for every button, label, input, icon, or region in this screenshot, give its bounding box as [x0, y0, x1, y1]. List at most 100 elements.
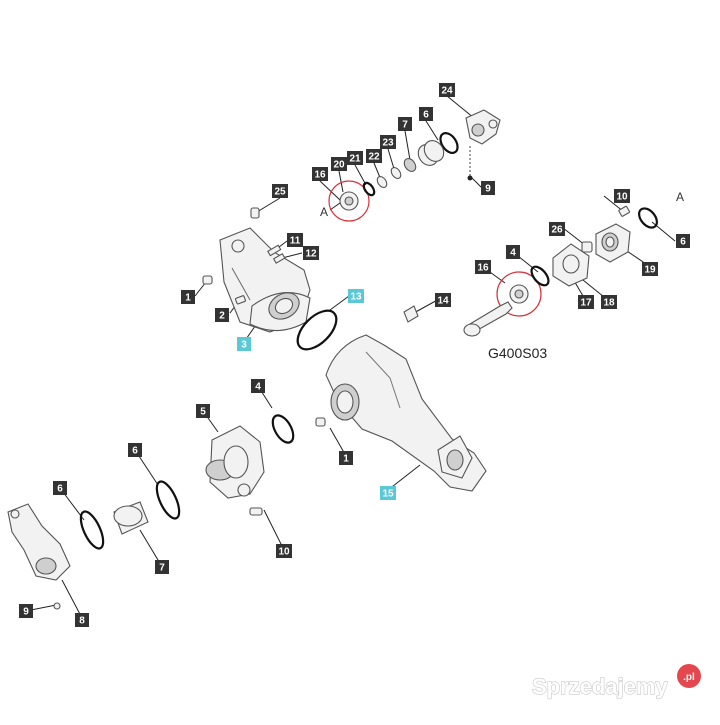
callout-label: 6	[423, 110, 429, 121]
callout-box	[272, 184, 288, 198]
detail-letter-right: A	[676, 190, 684, 204]
callout-box	[181, 290, 195, 304]
plug-1-lower	[315, 417, 326, 427]
seal-21	[376, 176, 388, 188]
callout-18: 18	[601, 295, 617, 309]
vent-14	[403, 305, 419, 323]
callout-label: 6	[132, 446, 138, 457]
bushing-7-upper	[417, 140, 445, 166]
callout-box	[676, 234, 690, 248]
watermark-badge	[677, 664, 701, 688]
callout-box	[419, 107, 433, 121]
callout-box	[549, 222, 565, 236]
ring-6-center	[155, 480, 181, 520]
ring-6-right	[638, 207, 658, 229]
callout-26: 26	[549, 222, 565, 236]
callout-box	[435, 293, 451, 307]
bushing-7-lower	[113, 501, 149, 535]
callout-box	[331, 157, 347, 171]
callout-label: 6	[57, 484, 63, 495]
callout-9: 9	[481, 181, 495, 195]
callout-label: 23	[382, 138, 394, 149]
callout-label: 4	[255, 382, 261, 393]
callout-1: 1	[339, 451, 353, 465]
callout-box	[75, 613, 89, 627]
pin-9-upper	[467, 175, 473, 181]
ring-20	[362, 181, 376, 197]
callout-6: 6	[676, 234, 690, 248]
callout-2: 2	[215, 308, 229, 322]
callout-3: 3	[237, 337, 251, 351]
callout-label: 17	[580, 298, 592, 309]
callout-5: 5	[196, 404, 210, 418]
callout-label: 3	[241, 340, 247, 351]
callout-box	[506, 245, 520, 259]
callout-23: 23	[380, 135, 396, 149]
shaft-g400s03	[463, 301, 513, 337]
callout-16: 16	[475, 260, 491, 274]
callout-box	[287, 233, 303, 247]
plug-1-upper	[202, 275, 213, 285]
callout-box	[53, 481, 67, 495]
callout-label: 5	[200, 407, 206, 418]
callout-label: 20	[333, 160, 345, 171]
detail-circle-a-upper	[328, 180, 370, 222]
callout-label: 16	[314, 170, 326, 181]
callout-label: 9	[485, 184, 491, 195]
callout-10: 10	[614, 189, 630, 203]
callout-11: 11	[287, 233, 303, 247]
callout-label: 11	[290, 236, 301, 247]
callout-13: 13	[348, 289, 364, 303]
callout-box	[155, 560, 169, 574]
callout-box	[398, 117, 412, 131]
watermark: Sprzedajemy .pl	[531, 664, 701, 700]
callout-box	[128, 443, 142, 457]
callout-label: 22	[368, 152, 380, 163]
callout-label: 1	[343, 454, 349, 465]
callout-label: 12	[305, 249, 317, 260]
callout-21: 21	[347, 151, 363, 165]
bolt-10-right	[618, 205, 631, 217]
callout-box	[312, 167, 328, 181]
callout-16: 16	[312, 167, 328, 181]
callout-9: 9	[19, 604, 33, 618]
pin-2	[234, 295, 246, 305]
gearbox-housing-3	[219, 227, 311, 333]
callout-label: 21	[349, 154, 361, 165]
callout-box	[475, 260, 491, 274]
watermark-brand: Sprzedajemy	[532, 674, 668, 699]
callout-label: 26	[551, 225, 563, 236]
callout-box	[339, 451, 353, 465]
callout-label: 2	[219, 311, 225, 322]
callout-7: 7	[155, 560, 169, 574]
callout-box	[348, 289, 364, 303]
callout-4: 4	[251, 379, 265, 393]
callout-label: 4	[510, 248, 516, 259]
callout-box	[215, 308, 229, 322]
callout-8: 8	[75, 613, 89, 627]
callout-24: 24	[439, 83, 455, 97]
cover-19	[595, 223, 631, 263]
callout-box	[19, 604, 33, 618]
callout-6: 6	[53, 481, 67, 495]
bearing-16-upper	[339, 191, 359, 211]
callout-label: 8	[79, 616, 85, 627]
callout-6: 6	[128, 443, 142, 457]
bearing-23	[403, 158, 417, 172]
callout-label: 7	[402, 120, 408, 131]
oring-4-center	[271, 414, 295, 444]
ring-6-lower	[79, 510, 105, 550]
bearing-16-right	[509, 284, 529, 304]
callout-label: 7	[159, 563, 165, 574]
callout-box	[601, 295, 617, 309]
callout-label: 16	[477, 263, 489, 274]
main-casing-15	[325, 334, 487, 492]
callout-label: 13	[350, 292, 362, 303]
bolt-10-lower	[249, 507, 263, 516]
callout-label: 25	[274, 187, 286, 198]
callout-label: 9	[23, 607, 29, 618]
callout-14: 14	[435, 293, 451, 307]
